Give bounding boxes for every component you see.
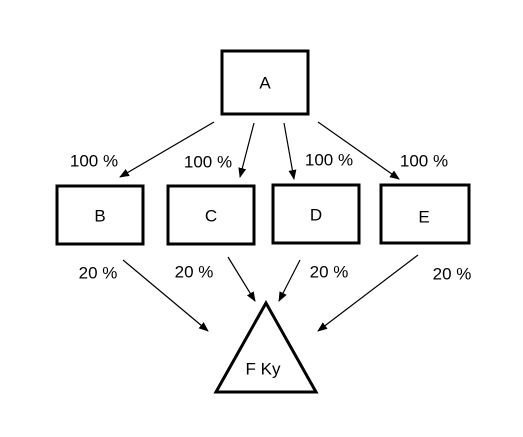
node-a-label: A [259, 74, 271, 93]
node-f-label: F Ky [246, 360, 281, 379]
node-e: E [379, 183, 471, 245]
node-c-label: C [205, 207, 217, 226]
node-c: C [166, 184, 256, 246]
edge-label-a-c: 100 % [184, 153, 232, 172]
edge-c-f [227, 256, 256, 302]
edge-a-e [317, 121, 400, 180]
node-b-label: B [94, 207, 105, 226]
edge-b-f [122, 259, 209, 332]
edge-label-a-d: 100 % [305, 151, 353, 170]
edge-label-c-f: 20 % [175, 263, 214, 282]
edge-a-c [238, 122, 255, 178]
edge-a-b [119, 121, 215, 178]
node-d-label: D [310, 206, 322, 225]
edge-a-d [283, 122, 297, 180]
node-b: B [55, 184, 145, 246]
edge-e-f [317, 254, 419, 332]
node-d: D [271, 183, 361, 245]
node-f: F Ky [213, 299, 319, 394]
edge-label-d-f: 20 % [310, 263, 349, 282]
node-e-label: E [418, 208, 429, 227]
edge-d-f [278, 259, 301, 302]
edge-label-e-f: 20 % [433, 265, 472, 284]
edge-label-a-e: 100 % [400, 152, 448, 171]
edge-label-a-b: 100 % [70, 152, 118, 171]
node-a: A [220, 49, 310, 116]
edge-label-b-f: 20 % [79, 264, 118, 283]
